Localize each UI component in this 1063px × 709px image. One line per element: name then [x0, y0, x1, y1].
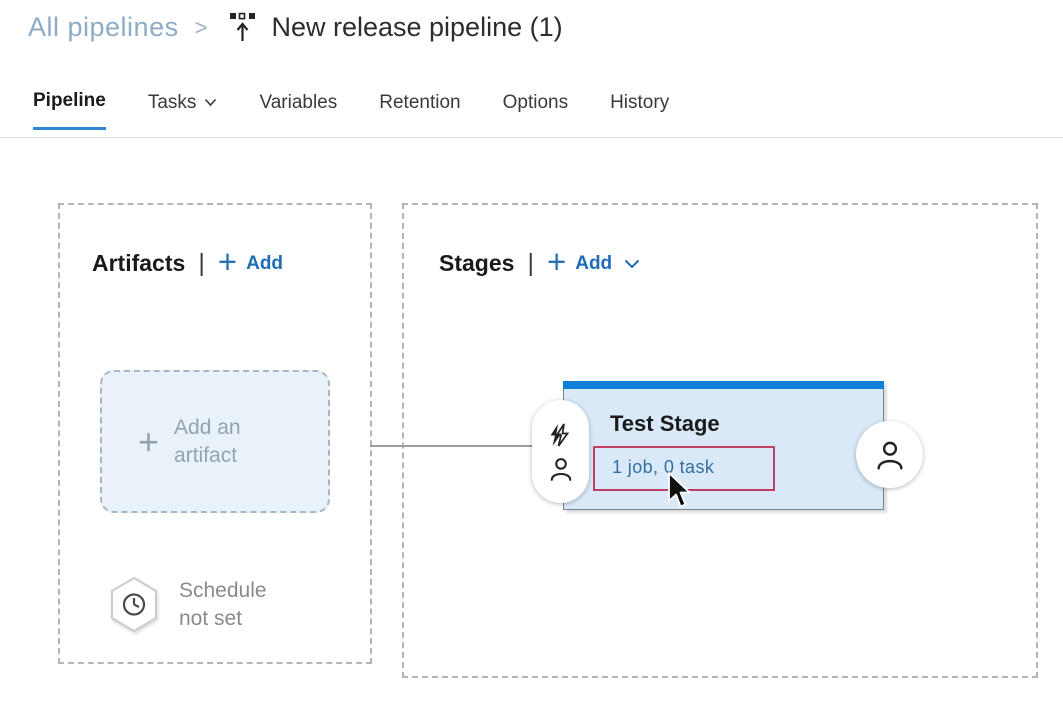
tab-label: History [610, 91, 670, 113]
add-artifact-button[interactable]: Add [246, 252, 284, 274]
plus-icon: + [138, 420, 160, 462]
tabbar-divider [0, 137, 1063, 138]
person-icon [550, 457, 571, 481]
artifacts-header: Artifacts | + Add [92, 242, 284, 280]
schedule-status: Schedule not set [179, 579, 267, 630]
add-artifact-placeholder[interactable]: + Add an artifact [100, 370, 330, 513]
page-title: New release pipeline (1) [271, 12, 563, 42]
stage-jobs-tasks-link[interactable]: 1 job, 0 task [612, 457, 715, 477]
chevron-down-icon[interactable] [624, 259, 640, 269]
person-icon [876, 441, 903, 470]
stages-header: Stages | + Add [439, 242, 640, 280]
header-divider: | [198, 249, 205, 277]
breadcrumb-separator: > [194, 14, 208, 40]
tab-label: Retention [379, 91, 461, 113]
tab-options[interactable]: Options [503, 90, 568, 130]
schedule-trigger[interactable]: Schedule not set [106, 575, 291, 635]
header-divider: | [527, 249, 534, 277]
stage-name: Test Stage [610, 411, 720, 436]
artifacts-title: Artifacts [92, 250, 186, 276]
add-artifact-placeholder-label: Add an artifact [174, 415, 241, 467]
breadcrumb: All pipelines > New release pipeline (1) [28, 12, 563, 43]
chevron-down-icon [205, 98, 217, 107]
plus-icon: + [217, 242, 238, 280]
clock-icon [122, 593, 146, 616]
tab-pipeline[interactable]: Pipeline [33, 90, 106, 130]
tab-label: Variables [259, 91, 338, 113]
tab-label: Options [502, 91, 569, 113]
breadcrumb-link-all-pipelines[interactable]: All pipelines [28, 12, 179, 42]
tab-label: Tasks [147, 91, 197, 113]
tab-retention[interactable]: Retention [379, 90, 460, 130]
plus-icon: + [546, 242, 567, 280]
artifacts-panel: Artifacts | + Add + Add an artifact Sche… [58, 203, 372, 664]
mouse-cursor [668, 472, 691, 508]
schedule-hexagon [111, 576, 157, 633]
release-pipeline-icon [229, 12, 256, 43]
stage-status-bar [563, 381, 884, 389]
connector-line [370, 445, 534, 447]
add-stage-button[interactable]: Add [575, 252, 613, 274]
tab-history[interactable]: History [610, 90, 669, 130]
tab-bar: Pipeline Tasks Variables Retention Optio… [33, 90, 669, 130]
tab-variables[interactable]: Variables [259, 90, 337, 130]
pre-deployment-conditions-button[interactable] [532, 400, 589, 503]
tab-label: Pipeline [33, 90, 106, 111]
stages-title: Stages [439, 250, 515, 276]
lightning-icon [550, 423, 570, 446]
stage-card[interactable]: Test Stage 1 job, 0 task [563, 381, 884, 510]
post-deployment-conditions-button[interactable] [856, 421, 923, 488]
tab-tasks[interactable]: Tasks [148, 90, 218, 130]
